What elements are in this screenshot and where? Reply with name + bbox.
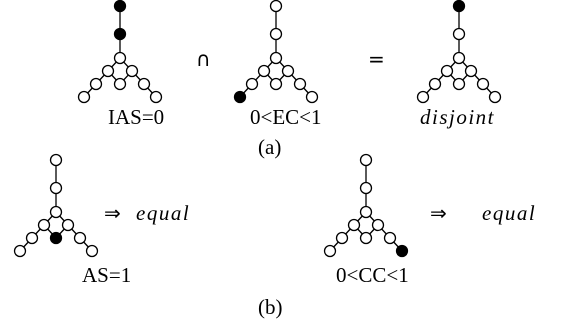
node-upper <box>269 27 283 41</box>
label-as: AS=1 <box>82 263 131 287</box>
node-middle <box>269 51 283 65</box>
node-top <box>269 0 283 13</box>
node-right-inner <box>61 218 75 232</box>
node-middle <box>452 51 466 65</box>
graph-as <box>13 153 99 258</box>
graph-ias <box>77 0 163 104</box>
intersect-symbol: ∩ <box>196 47 211 71</box>
node-right-leaf <box>149 90 163 104</box>
node-left-inner <box>37 218 51 232</box>
node-left-leaf <box>233 90 247 104</box>
label-ec: 0<EC<1 <box>250 105 322 129</box>
node-bottom-center <box>269 77 283 91</box>
node-upper <box>113 27 127 41</box>
node-middle <box>359 205 373 219</box>
node-right-inner <box>125 64 139 78</box>
caption-a: (a) <box>258 135 281 159</box>
equals-symbol: = <box>368 47 385 71</box>
node-right-mid <box>293 77 307 91</box>
node-bottom-center <box>113 77 127 91</box>
node-upper <box>359 181 373 195</box>
node-left-mid <box>245 77 259 91</box>
node-right-leaf <box>85 244 99 258</box>
node-left-leaf <box>323 244 337 258</box>
node-middle <box>113 51 127 65</box>
node-left-inner <box>257 64 271 78</box>
label-disjoint: disjoint <box>420 105 495 129</box>
label-ias: IAS=0 <box>108 105 164 129</box>
node-right-mid <box>137 77 151 91</box>
result-as: equal <box>136 201 190 225</box>
graph-ec <box>233 0 319 104</box>
node-bottom-center <box>452 77 466 91</box>
node-left-leaf <box>13 244 27 258</box>
implies-symbol-1: ⇒ <box>104 201 121 225</box>
node-right-inner <box>281 64 295 78</box>
node-left-inner <box>101 64 115 78</box>
node-left-mid <box>89 77 103 91</box>
node-right-mid <box>73 231 87 245</box>
node-left-inner <box>347 218 361 232</box>
node-top <box>452 0 466 13</box>
node-right-leaf <box>305 90 319 104</box>
node-bottom-center <box>49 231 63 245</box>
node-middle <box>49 205 63 219</box>
result-cc: equal <box>482 201 536 225</box>
node-left-mid <box>335 231 349 245</box>
node-top <box>359 153 373 167</box>
label-cc: 0<CC<1 <box>336 263 409 287</box>
node-left-leaf <box>416 90 430 104</box>
graph-disjoint <box>416 0 502 104</box>
graph-cc <box>323 153 409 258</box>
node-left-mid <box>25 231 39 245</box>
node-left-mid <box>428 77 442 91</box>
implies-symbol-2: ⇒ <box>430 201 447 225</box>
node-right-inner <box>464 64 478 78</box>
node-top <box>49 153 63 167</box>
node-left-leaf <box>77 90 91 104</box>
node-top <box>113 0 127 13</box>
node-right-inner <box>371 218 385 232</box>
node-right-mid <box>476 77 490 91</box>
node-bottom-center <box>359 231 373 245</box>
node-right-leaf <box>395 244 409 258</box>
caption-b: (b) <box>258 295 283 319</box>
node-left-inner <box>440 64 454 78</box>
node-upper <box>49 181 63 195</box>
node-right-mid <box>383 231 397 245</box>
node-right-leaf <box>488 90 502 104</box>
node-upper <box>452 27 466 41</box>
